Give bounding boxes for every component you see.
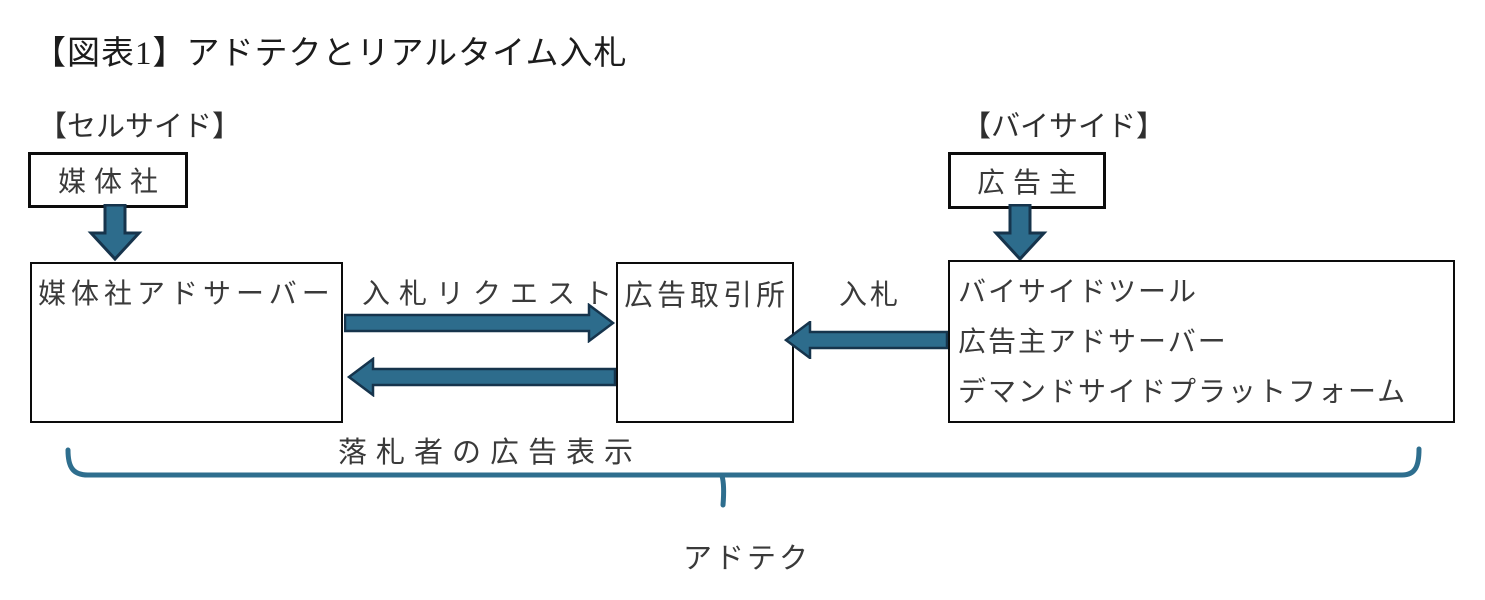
buyside-tool-item: バイサイドツール <box>958 277 1199 308</box>
winner-ad-display-label: 落札者の広告表示 <box>338 437 643 469</box>
media-company-label: 媒体社 <box>57 167 166 198</box>
media-company-box: 媒体社 <box>28 152 188 208</box>
buyside-tool-item: 広告主アドサーバー <box>958 327 1228 358</box>
buyside-tools-box: バイサイドツール 広告主アドサーバー デマンドサイドプラットフォーム <box>948 260 1455 423</box>
ad-exchange-label: 広告取引所 <box>624 280 790 312</box>
figure-title: 【図表1】アドテクとリアルタイム入札 <box>33 36 628 72</box>
down-arrow-sell-icon <box>87 204 143 262</box>
advertiser-label: 広告主 <box>976 167 1085 199</box>
advertiser-box: 広告主 <box>948 152 1106 209</box>
bid-request-arrow-icon <box>344 303 616 343</box>
adtech-label: アドテク <box>683 543 812 575</box>
ad-exchange-box: 広告取引所 <box>616 262 794 423</box>
ad-display-arrow-icon <box>346 357 616 397</box>
buy-side-label: 【バイサイド】 <box>962 111 1166 143</box>
sell-side-label: 【セルサイド】 <box>38 111 242 143</box>
buyside-tool-item: デマンドサイドプラットフォーム <box>958 377 1408 408</box>
bid-arrow-icon <box>784 321 948 359</box>
bid-label: 入札 <box>839 280 902 311</box>
bid-request-label: 入札リクエスト <box>362 279 622 310</box>
media-adserver-box: 媒体社アドサーバー <box>30 262 343 423</box>
down-arrow-buy-icon <box>992 204 1048 262</box>
media-adserver-label: 媒体社アドサーバー <box>38 279 335 310</box>
adtech-brace <box>65 446 1422 508</box>
